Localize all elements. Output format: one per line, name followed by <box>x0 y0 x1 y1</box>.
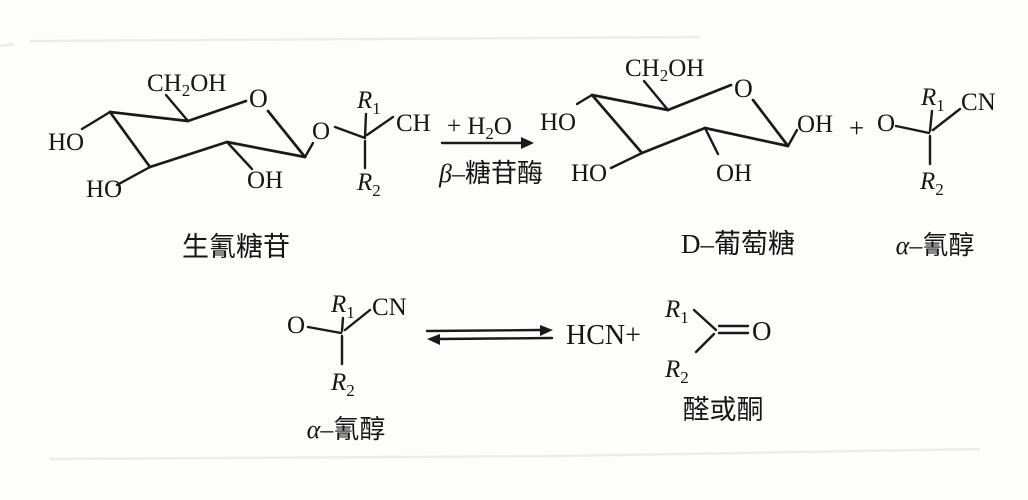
scan-artifact <box>29 35 701 43</box>
r2-label: R2 <box>356 169 381 200</box>
ch2oh-label: CH2OH <box>625 55 704 85</box>
oxygen-label: O <box>752 316 772 346</box>
r2-label: R2 <box>664 356 689 387</box>
cyanohydrin-structure-top: O R1 CN R2 α–氰醇 <box>877 84 996 260</box>
carbonyl-bonds <box>692 308 750 354</box>
oxygen-label: O <box>877 110 895 137</box>
bond <box>703 126 790 148</box>
cyanohydrin-bonds <box>306 308 372 366</box>
bond <box>609 151 644 170</box>
bond <box>80 110 112 131</box>
bond <box>365 115 395 137</box>
glucose-structure: CH2OH O HO HO OH OH D–葡萄糖 <box>540 55 833 259</box>
ring-oxygen-label: O <box>734 74 753 103</box>
oxygen-label: O <box>287 312 305 339</box>
glucose-name-label: D–葡萄糖 <box>681 229 795 259</box>
ho-label: HO <box>540 109 576 136</box>
bond <box>786 128 799 148</box>
r1-label: R1 <box>920 84 945 115</box>
oh-label: OH <box>797 111 833 138</box>
bond <box>115 165 152 187</box>
bond <box>363 112 368 139</box>
bond <box>694 332 716 354</box>
bond <box>928 109 934 133</box>
bond <box>692 308 718 332</box>
r1-label: R1 <box>356 87 381 118</box>
bond <box>931 107 962 132</box>
bond <box>640 126 707 155</box>
equilibrium-arrows <box>425 325 554 345</box>
bond <box>703 126 720 156</box>
cyanohydrin-name-label: α–氰醇 <box>896 231 975 260</box>
scan-artifact <box>49 447 981 461</box>
cyanohydrin-structure-bottom: O R1 CN R2 α–氰醇 <box>287 291 407 444</box>
plus-h2o-label: + H2O <box>447 113 512 143</box>
glycoside-ring-bonds <box>80 93 315 187</box>
hcn-label: HCN+ <box>566 320 641 351</box>
r1-label: R1 <box>330 291 355 322</box>
r1-label: R1 <box>664 296 689 327</box>
glycoside-name-label: 生氰糖苷 <box>182 232 290 262</box>
hydrolysis-arrow: + H2O β–糖苷酶 <box>438 113 543 188</box>
cn-label: CN <box>372 294 407 321</box>
bond <box>333 125 367 140</box>
bond <box>642 79 670 112</box>
bond <box>306 325 343 335</box>
cyanohydrin-bonds <box>894 107 962 166</box>
bond <box>148 140 229 169</box>
bond <box>225 140 307 159</box>
r2-label: R2 <box>919 168 944 199</box>
ch-label: CH <box>396 110 431 137</box>
bond <box>186 99 248 123</box>
glycoside-structure: CH2OH O HO HO OH O R1 CH R2 生氰糖苷 <box>48 70 431 262</box>
ho-label: HO <box>86 176 122 203</box>
bond <box>340 316 345 333</box>
scan-artifact <box>0 42 15 48</box>
ch2oh-label: CH2OH <box>147 70 226 100</box>
glucose-ring-bonds <box>575 79 799 170</box>
oh-label: OH <box>716 160 752 187</box>
cyanohydrin-name-label: α–氰醇 <box>307 415 386 444</box>
arrow-head-icon <box>521 137 534 149</box>
bond <box>590 93 644 155</box>
bond <box>575 93 594 106</box>
reverse-arrow-head-icon <box>427 334 440 345</box>
bond <box>108 110 190 123</box>
enzyme-label: β–糖苷酶 <box>438 159 543 188</box>
bond <box>590 93 670 112</box>
bond <box>343 308 372 332</box>
carbonyl-name-label: 醛或酮 <box>683 395 764 425</box>
oh-label: OH <box>247 167 283 194</box>
ho-label: HO <box>48 129 84 156</box>
bond <box>894 124 931 135</box>
bond <box>164 93 190 123</box>
aglycone-bonds <box>333 112 395 170</box>
carbonyl-structure: R1 O R2 醛或酮 <box>664 296 772 425</box>
ho-label: HO <box>571 160 607 187</box>
bond <box>266 109 307 159</box>
forward-arrow-shaft <box>425 328 543 333</box>
cn-label: CN <box>961 89 996 116</box>
forward-arrow-head-icon <box>540 325 553 336</box>
bond <box>751 98 790 148</box>
r2-label: R2 <box>330 369 355 400</box>
bond <box>666 83 733 112</box>
bond <box>108 110 152 169</box>
plus-sign: + <box>849 113 864 143</box>
bond <box>303 141 315 159</box>
reverse-arrow-shaft <box>437 336 554 341</box>
bond <box>225 140 254 171</box>
glycosidic-oxygen-label: O <box>312 118 330 145</box>
scan-artifacts <box>0 35 981 461</box>
ring-oxygen-label: O <box>249 84 268 113</box>
